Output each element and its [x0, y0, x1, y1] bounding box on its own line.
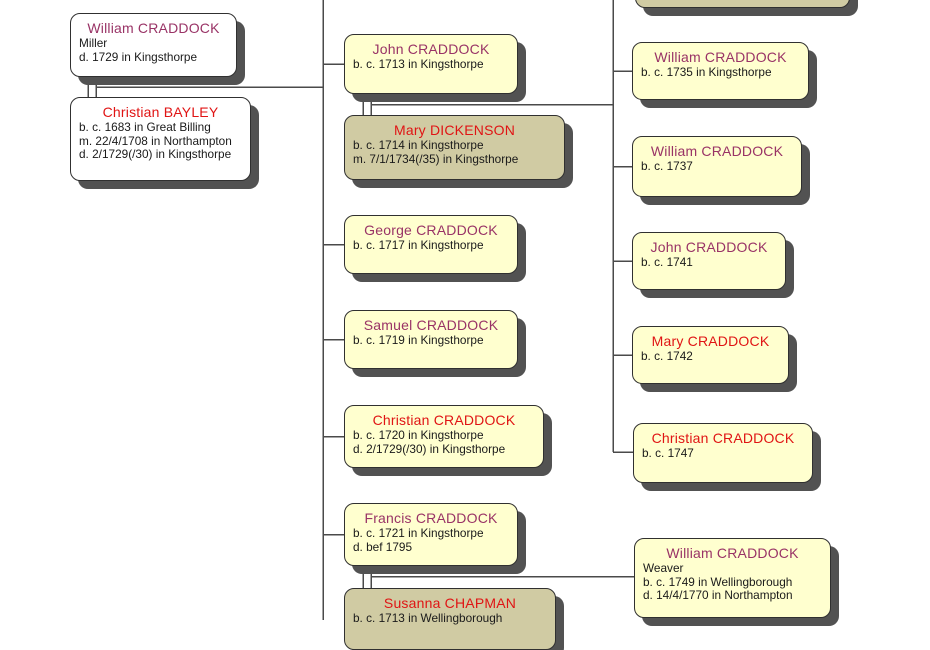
- person-box-george-craddock[interactable]: George CRADDOCK b. c. 1717 in Kingsthorp…: [344, 215, 518, 274]
- person-detail: d. 2/1729(/30) in Kingsthorpe: [79, 147, 232, 161]
- marriage-link-root: [87, 77, 97, 97]
- person-name: Christian CRADDOCK: [651, 430, 795, 446]
- person-detail: b. c. 1737: [641, 159, 693, 173]
- person-name: William CRADDOCK: [666, 545, 799, 561]
- person-detail: Weaver: [643, 561, 684, 575]
- person-box-samuel-craddock[interactable]: Samuel CRADDOCK b. c. 1719 in Kingsthorp…: [344, 310, 518, 369]
- person-box-christian-bayley[interactable]: Christian BAYLEY b. c. 1683 in Great Bil…: [70, 97, 251, 181]
- person-box-christian-craddock-1720[interactable]: Christian CRADDOCK b. c. 1720 in Kingsth…: [344, 405, 544, 468]
- person-box-mary-craddock-1742[interactable]: Mary CRADDOCK b. c. 1742: [632, 326, 789, 384]
- person-detail: b. c. 1747: [642, 446, 694, 460]
- person-name: Samuel CRADDOCK: [363, 317, 499, 333]
- person-detail: Miller: [79, 36, 108, 50]
- person-name: Mary DICKENSON: [393, 122, 516, 138]
- person-name: John CRADDOCK: [372, 41, 490, 57]
- person-detail: d. 2/1729(/30) in Kingsthorpe: [353, 441, 506, 456]
- person-detail: b. c. 1714 in Kingsthorpe: [353, 138, 484, 152]
- person-box-john-craddock[interactable]: John CRADDOCK b. c. 1713 in Kingsthorpe: [344, 34, 518, 94]
- person-detail: b. c. 1742: [641, 349, 693, 363]
- person-box-susanna-chapman[interactable]: Susanna CHAPMAN b. c. 1713 in Wellingbor…: [344, 588, 556, 650]
- person-detail: b. c. 1749 in Wellingborough: [643, 574, 793, 589]
- person-box-christian-craddock-1747[interactable]: Christian CRADDOCK b. c. 1747: [633, 423, 813, 483]
- person-name: Francis CRADDOCK: [364, 510, 498, 526]
- person-box-john-craddock-1741[interactable]: John CRADDOCK b. c. 1741: [632, 232, 786, 290]
- person-detail: b. c. 1720 in Kingsthorpe: [353, 428, 484, 442]
- person-detail: b. c. 1683 in Great Billing: [79, 120, 211, 134]
- person-name: Christian CRADDOCK: [372, 412, 516, 428]
- person-box-william-craddock-miller[interactable]: William CRADDOCK Miller d. 1729 in Kings…: [70, 13, 237, 77]
- person-box-cutoff-top[interactable]: [635, 0, 850, 8]
- marriage-link-francis-susanna: [362, 565, 372, 588]
- person-detail: d. bef 1795: [353, 539, 413, 554]
- person-box-william-craddock-weaver[interactable]: William CRADDOCK Weaver b. c. 1749 in We…: [634, 538, 831, 618]
- person-name: Christian BAYLEY: [102, 104, 219, 120]
- person-detail: b. c. 1719 in Kingsthorpe: [353, 333, 484, 347]
- person-detail: m. 22/4/1708 in Northampton: [79, 133, 232, 148]
- marriage-link-john-mary: [362, 94, 372, 115]
- person-name: William CRADDOCK: [650, 143, 784, 159]
- connector-lines: [87, 0, 635, 620]
- person-detail: b. c. 1713 in Wellingborough: [353, 611, 503, 625]
- person-box-mary-dickenson[interactable]: Mary DICKENSON b. c. 1714 in Kingsthorpe…: [344, 115, 565, 180]
- person-box-william-craddock-1735[interactable]: William CRADDOCK b. c. 1735 in Kingsthor…: [632, 42, 809, 100]
- person-name: Mary CRADDOCK: [651, 333, 770, 349]
- person-detail: b. c. 1741: [641, 255, 693, 269]
- person-detail: d. 14/4/1770 in Northampton: [643, 588, 793, 602]
- person-box-francis-craddock[interactable]: Francis CRADDOCK b. c. 1721 in Kingsthor…: [344, 503, 518, 566]
- person-detail: b. c. 1721 in Kingsthorpe: [353, 526, 484, 540]
- person-detail: d. 1729 in Kingsthorpe: [79, 49, 198, 64]
- person-detail: b. c. 1735 in Kingsthorpe: [641, 65, 772, 79]
- person-name: William CRADDOCK: [87, 20, 220, 36]
- person-name: Susanna CHAPMAN: [383, 595, 517, 611]
- person-box-william-craddock-1737[interactable]: William CRADDOCK b. c. 1737: [632, 136, 802, 197]
- person-detail: b. c. 1717 in Kingsthorpe: [353, 238, 484, 252]
- person-name: William CRADDOCK: [654, 49, 787, 65]
- family-tree-canvas: { "chart": { "type": "family-tree-descen…: [70, 0, 850, 650]
- person-name: George CRADDOCK: [364, 222, 498, 238]
- person-name: John CRADDOCK: [650, 239, 768, 255]
- person-detail: m. 7/1/1734(/35) in Kingsthorpe: [353, 151, 519, 166]
- person-detail: b. c. 1713 in Kingsthorpe: [353, 57, 484, 71]
